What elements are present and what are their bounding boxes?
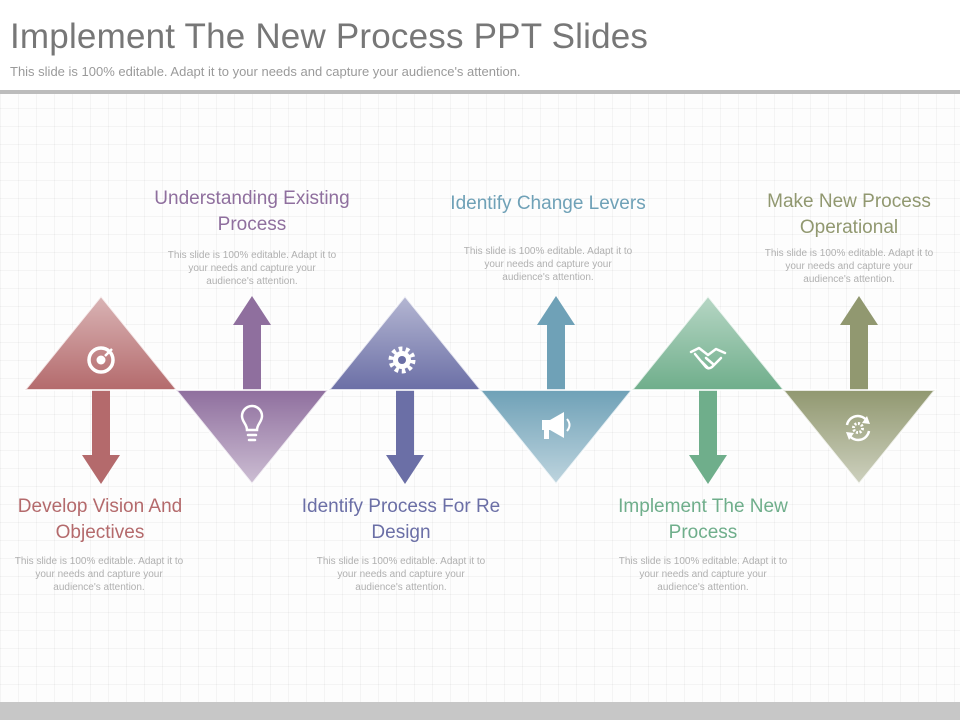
target-icon <box>87 346 115 374</box>
step-2-description: This slide is 100% editable. Adapt it to… <box>167 250 337 287</box>
step-3-description: This slide is 100% editable. Adapt it to… <box>316 556 486 593</box>
step-4-description: This slide is 100% editable. Adapt it to… <box>463 246 633 283</box>
slide-title: Implement The New Process PPT Slides <box>10 17 649 56</box>
step-5-arrow <box>689 390 727 484</box>
refresh-gear-icon <box>845 414 871 442</box>
step-4-arrow <box>537 296 575 390</box>
step-5-shape <box>629 294 787 484</box>
step-3-heading: Identify Process For Re Design <box>301 496 501 543</box>
step-6-heading: Make New Process Operational <box>767 191 931 238</box>
step-1-shape <box>22 294 180 484</box>
step-3-arrow <box>386 390 424 484</box>
step-1-description: This slide is 100% editable. Adapt it to… <box>14 556 184 593</box>
step-1-arrow <box>82 390 120 484</box>
handshake-icon <box>689 346 727 370</box>
step-1-heading: Develop Vision And Objectives <box>17 496 183 543</box>
slide-subtitle: This slide is 100% editable. Adapt it to… <box>10 64 521 79</box>
step-6-arrow <box>840 296 878 390</box>
footer-bar <box>0 702 960 720</box>
lightbulb-icon <box>240 404 264 442</box>
step-2-shape <box>173 296 331 486</box>
step-5-heading: Implement The New Process <box>618 496 788 543</box>
step-6-shape <box>780 296 938 486</box>
step-3-shape <box>326 294 484 484</box>
step-6-description: This slide is 100% editable. Adapt it to… <box>764 248 934 285</box>
step-2-arrow <box>233 296 271 390</box>
step-5-description: This slide is 100% editable. Adapt it to… <box>618 556 788 593</box>
step-2-heading: Understanding Existing Process <box>154 188 350 235</box>
step-4-shape <box>477 296 635 486</box>
megaphone-icon <box>542 412 571 439</box>
slide-header: Implement The New Process PPT Slides Thi… <box>0 0 960 90</box>
gear-icon <box>388 346 416 374</box>
step-4-heading: Identify Change Levers <box>450 193 646 214</box>
header-divider <box>0 90 960 94</box>
